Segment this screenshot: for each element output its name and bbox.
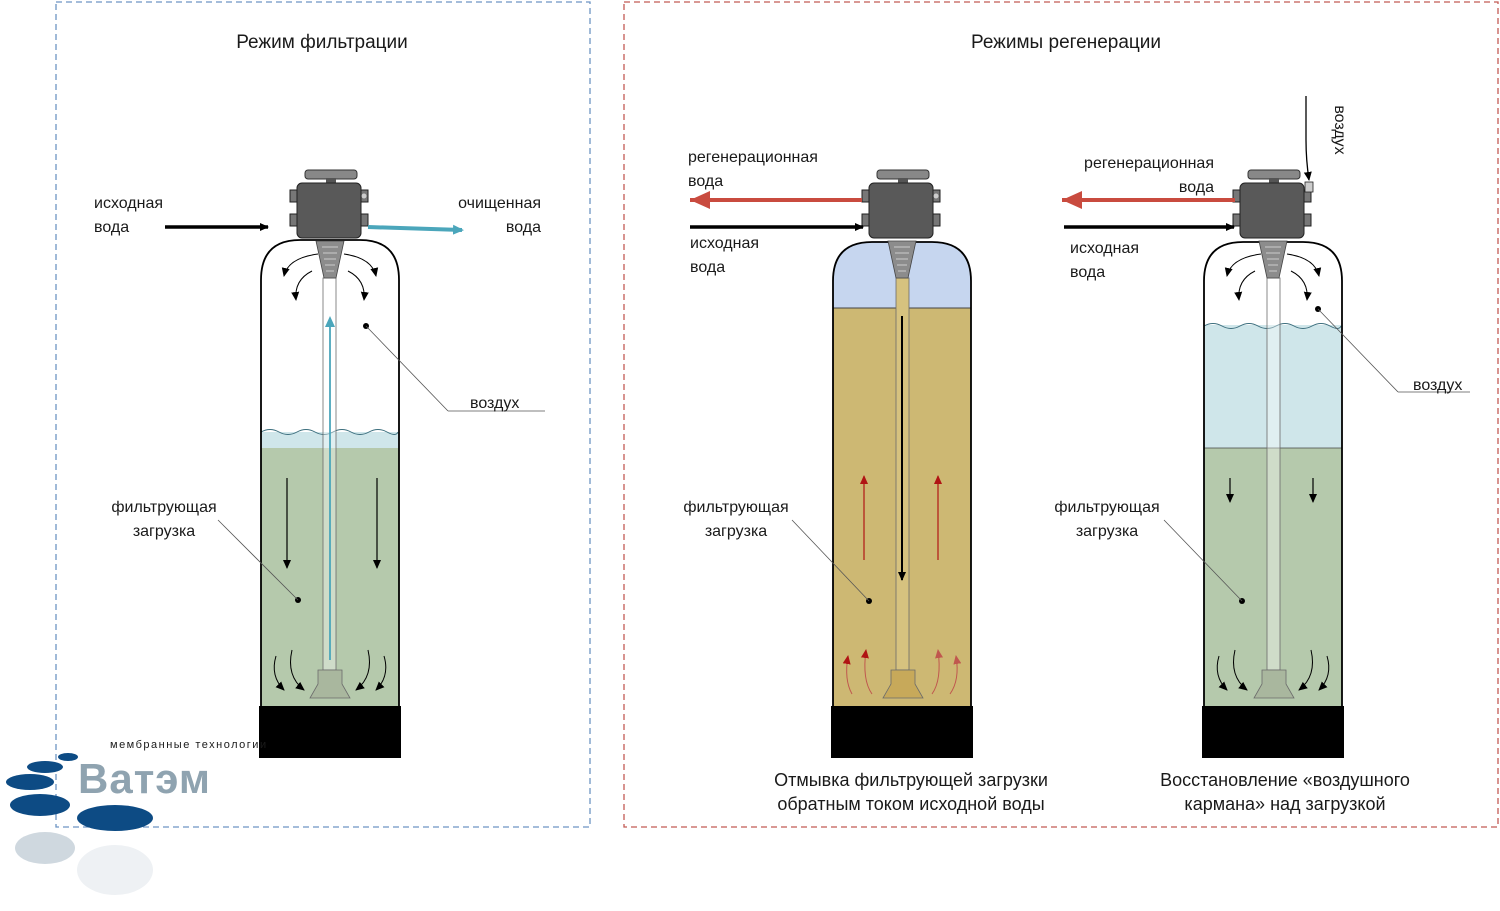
vatem-logo: мембранные технологии Ватэм (6, 739, 268, 895)
tank-1-air-swirl-arrows (281, 253, 379, 301)
tank-1-upper-strainer (315, 240, 345, 279)
source-water-label-3b: вода (1070, 264, 1105, 281)
filtration-title: Режим фильтрации (236, 32, 408, 53)
backwash-caption: Отмывка фильтрующей загрузки (774, 770, 1048, 790)
clean-water-arrow (367, 224, 464, 235)
tank-1-lower-distributor (309, 669, 351, 699)
media-leader-3 (1163, 519, 1243, 602)
logo-name: Ватэм (78, 755, 211, 802)
air-inlet-arrow (1303, 96, 1312, 181)
media-leader-2 (791, 519, 870, 602)
source-water-label-2b: вода (690, 259, 725, 276)
filter-media-label-2: фильтрующая (683, 499, 788, 516)
valve-3 (1232, 169, 1314, 239)
regeneration-title: Режимы регенерации (971, 32, 1161, 53)
tank-3-distributor-tube (1266, 277, 1281, 671)
tank-1-bottom-flow-arrows (273, 649, 387, 691)
air-restore-caption-b: кармана» над загрузкой (1184, 794, 1385, 814)
air-inlet-port (1304, 181, 1314, 193)
tank-3-base (1202, 706, 1344, 758)
logo-tagline: мембранные технологии (110, 739, 268, 751)
tank-2-base (831, 706, 973, 758)
regeneration-panel-frame (623, 1, 1499, 828)
air-leader-3 (1317, 308, 1399, 393)
media-leader-1 (217, 519, 299, 601)
tank-1-shell (260, 239, 400, 706)
regen-water-label-3b: вода (1179, 179, 1214, 196)
filter-media-label-1b: загрузка (133, 523, 195, 540)
source-water-label-1: исходная (94, 195, 163, 212)
tank-3-water-layer (1204, 325, 1342, 448)
tank-air-restore (1202, 240, 1344, 758)
source-water-label-2: исходная (690, 235, 759, 252)
tank-1-base (259, 706, 401, 758)
valve-2 (861, 169, 941, 239)
tank-2-lower-distributor (882, 669, 924, 699)
air-label-1: воздух (470, 395, 519, 412)
clean-water-label-b: вода (506, 219, 541, 236)
valve-1 (289, 169, 369, 239)
filter-media-label-3b: загрузка (1076, 523, 1138, 540)
air-leader-1 (365, 325, 449, 412)
filter-media-label-1: фильтрующая (111, 499, 216, 516)
tank-3-upper-strainer (1258, 240, 1288, 279)
tank-3-bottom-flow-arrows (1216, 649, 1330, 691)
air-vertical-label: воздух (1331, 105, 1348, 154)
filter-media-label-2b: загрузка (705, 523, 767, 540)
source-water-label-3: исходная (1070, 240, 1139, 257)
air-restore-caption: Восстановление «воздушного (1160, 770, 1410, 790)
tank-3-air-swirl-arrows (1224, 253, 1322, 301)
tank-2-upper-strainer (887, 240, 917, 279)
filtration-panel-frame (55, 1, 591, 828)
regen-water-label-3: регенерационная (1084, 155, 1214, 172)
tank-3-filter-media (1204, 448, 1342, 706)
filter-media-label-3: фильтрующая (1054, 499, 1159, 516)
clean-water-label: очищенная (458, 195, 541, 212)
regen-water-label-2: регенерационная (688, 149, 818, 166)
backwash-caption-b: обратным током исходной воды (777, 794, 1044, 814)
tank-3-lower-distributor (1253, 669, 1295, 699)
source-water-label-1b: вода (94, 219, 129, 236)
tank-1-water-surface (260, 429, 399, 435)
regen-water-label-2b: вода (688, 173, 723, 190)
tank-2-bottom-flow-arrows (842, 649, 962, 695)
tank-3-water-surface (1203, 323, 1342, 329)
air-label-3: воздух (1413, 377, 1462, 394)
